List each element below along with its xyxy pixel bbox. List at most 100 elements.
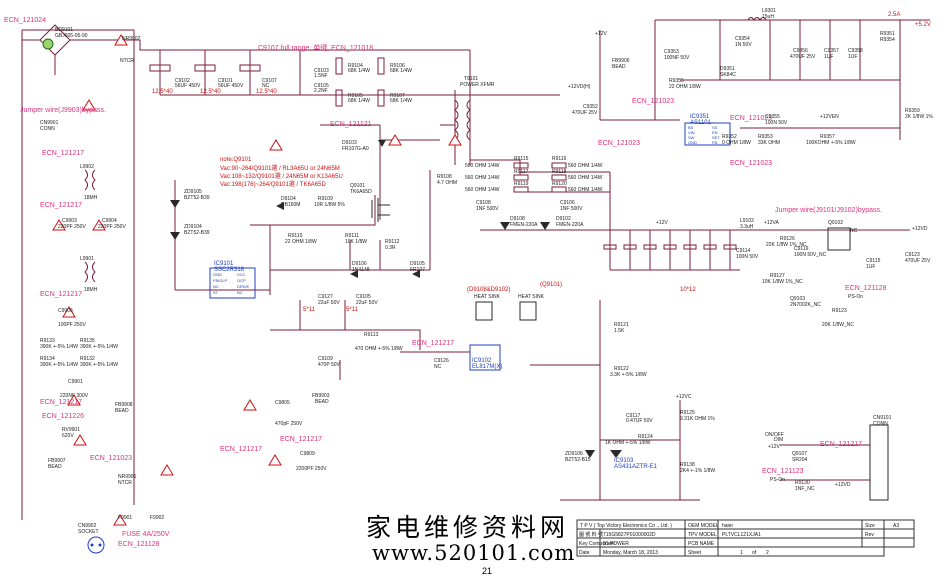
val-fb9906: BEAD (612, 64, 626, 70)
mosfet-q9101-icon (371, 198, 390, 222)
net-12vd-b: +12VD (912, 226, 928, 232)
val-r9123: 20K 1/8W_NC (822, 322, 854, 328)
ecn-left-226: ECN_121226 (42, 413, 84, 420)
ref-d9104: D9104 (281, 196, 296, 202)
ref-c9126: C9126 (434, 358, 449, 364)
resistor-r9120-icon (551, 186, 567, 193)
val-c9117: 0.47UF 50V (626, 418, 653, 424)
val-ic9102: EL817M(X) (472, 364, 502, 370)
ecn-right-023-c: ECN_121023 (730, 115, 772, 122)
val-r9359: 2K 1/8W 1% (905, 114, 933, 120)
choke-l9902b-icon (92, 169, 96, 191)
capacitor-bank-5-icon (683, 244, 697, 250)
ref-r9130: R9130 (795, 480, 810, 486)
title-rev-label: Rev (865, 532, 874, 538)
ecn-right-217: ECN_121217 (820, 441, 862, 448)
optocoupler-ic9102-body (469, 344, 501, 371)
ref-r9111: R9111 (345, 233, 359, 239)
ref-r9104: R9104 (348, 63, 363, 69)
ecn-bottom-128: ECN_121128 (118, 541, 160, 548)
heat-sink-b-label: HEAT SINK (518, 294, 545, 300)
val-r9109: 10R 1/8W 5% (314, 202, 345, 208)
ic-pin-label: SW (688, 135, 695, 140)
val-r9124: 1K OHM +-5% 1/8W (605, 440, 651, 446)
title-oem-model: haier (722, 523, 733, 529)
ref-d9102: D9102 (556, 216, 571, 222)
val-fb9903: BEAD (315, 399, 329, 405)
ref-r9122: R9122 (614, 366, 629, 372)
zener-zd9106-icon (585, 450, 595, 458)
ref-c9901: C9901 (68, 379, 83, 385)
val-r9119: 560 OHM 1/4W (465, 187, 500, 193)
resistor-r9107-icon (377, 89, 385, 107)
val-r9118: 560 OHM 1/4W (568, 175, 603, 181)
q9101-notes: note:Q9101 Vac:90~264/Q9101選 / RL3A65U o… (152, 89, 696, 313)
ref-ic9101: IC9101 (214, 261, 234, 267)
note-line-1: note:Q9101 (220, 157, 252, 163)
ic-pin-label: ST (213, 290, 219, 295)
val-c9355: 100N 50V (765, 120, 788, 126)
ref-r9107: R9107 (390, 93, 405, 99)
val-l9901: 18MH (84, 287, 98, 293)
warning-icon (269, 139, 283, 151)
val-r9121: 1.5K (614, 328, 625, 334)
ic-pin-label: NC (213, 284, 219, 289)
choke-l9901b-icon (92, 261, 96, 283)
warning-icon (448, 134, 462, 146)
title-size: A3 (893, 523, 899, 529)
ref-r9118: R9118 (552, 169, 567, 175)
net-ps-on: PS-On (848, 294, 863, 300)
val-c9357: 1UF (824, 54, 833, 60)
ref-l9102: L9102 (740, 218, 754, 224)
label-12-5x40-a: 12.5*40 (152, 89, 173, 95)
ref-r9132: R9132 (80, 356, 95, 362)
val-q9107: SR204 (792, 457, 808, 463)
val-r9133: 390K +-5% 1/4W (40, 344, 78, 350)
val-cn9101: CONN (873, 421, 888, 427)
val-c9353: 100NF 50V (664, 55, 690, 61)
net-12v-a: +12V (595, 31, 607, 37)
val-r9130: 1NF_NC (795, 486, 815, 492)
warning-icon (243, 399, 257, 411)
ref-r9121: R9121 (614, 322, 629, 328)
ref-r9108: R9108 (437, 174, 452, 180)
val-l9102: 3.3uH (740, 224, 754, 230)
val-r9122: 3.3K +-5% 1/8W (610, 372, 647, 378)
capacitor-bank-3-icon (643, 244, 657, 250)
title-key: 01.POWER (603, 541, 629, 547)
ref-c9108: C9108 (476, 200, 491, 206)
warning-icon (113, 514, 127, 526)
val-c9901: 220NF 300V (60, 393, 89, 399)
ref-c9102: C9102 (175, 78, 190, 84)
ref-r9353: R9353 (758, 134, 773, 140)
val-c9127: 22uF 50V (318, 300, 340, 306)
transformer-primary-icon (454, 99, 459, 141)
val-r9355: 22 OHM 1/8W (669, 84, 701, 90)
ref-fb9903: FB9903 (312, 393, 330, 399)
resistor-r9116-icon (551, 162, 567, 169)
ref-c9109: C9109 (318, 356, 333, 362)
warning-icon (52, 219, 66, 231)
ecn-jumper-left: Jumper wire(J9903)bypass. (20, 107, 106, 114)
ic-pin-label: GND (213, 272, 222, 277)
diode-d9103-icon (378, 140, 386, 147)
val-r9115: 560 OHM 1/4W (465, 163, 500, 169)
net-on-off: ON/OFF (765, 432, 784, 438)
ref-q9107: Q9107 (792, 451, 807, 457)
ecn-bottom-217: ECN_121217 (220, 446, 262, 453)
val-r9120: 560 OHM 1/4W (568, 187, 603, 193)
ref-c9809: C9809 (300, 451, 315, 457)
ref-d9351: D9351 (720, 66, 735, 72)
val-l9902: 18MH (84, 195, 98, 201)
ref-r9117: R9117 (514, 169, 529, 175)
warning-icon (67, 394, 81, 406)
ref-r9359: R9359 (905, 108, 920, 114)
title-part-label: 圖 號 料 號 (579, 531, 603, 538)
ref-nr9901: NR9901 (118, 474, 137, 480)
ecn-top-left: ECN_121024 (4, 17, 46, 24)
component-labels: BD9101 GBJ605-05-90 NR9902 NTCR C9102 56… (40, 8, 933, 538)
heat-sink-a-label: HEAT SINK (474, 294, 501, 300)
diode-d9105-icon (412, 270, 420, 278)
title-oem-model-label: OEM MODEL (688, 523, 719, 529)
